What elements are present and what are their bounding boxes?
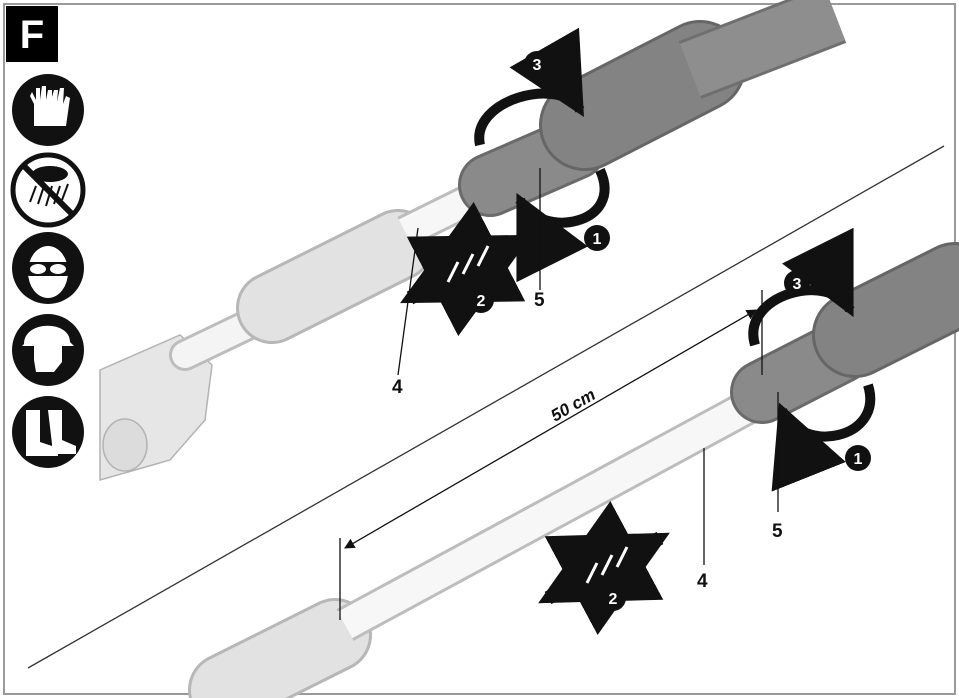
top-step-3-badge: 3 — [524, 51, 550, 77]
top-label-5: 5 — [534, 290, 545, 311]
dimension-line — [339, 290, 763, 620]
bottom-rotate-arrow-1 — [771, 383, 876, 492]
helmet-icon — [12, 314, 84, 386]
svg-text:1: 1 — [854, 451, 863, 468]
bottom-step-2-badge: 2 — [600, 585, 626, 611]
bottom-label-4: 4 — [697, 571, 708, 592]
bottom-step-1-badge: 1 — [845, 445, 871, 471]
top-label-4: 4 — [392, 377, 403, 398]
svg-text:1: 1 — [593, 231, 602, 248]
svg-text:2: 2 — [609, 591, 618, 608]
goggles-icon — [12, 232, 84, 304]
svg-text:3: 3 — [533, 57, 542, 74]
bottom-label-5: 5 — [772, 521, 783, 542]
safety-icons — [10, 74, 86, 468]
svg-text:2: 2 — [477, 293, 486, 310]
frame-border — [3, 3, 956, 695]
top-device-end — [99, 334, 213, 481]
top-slide-arrow — [400, 201, 532, 337]
boots-icon — [12, 396, 84, 468]
top-step-1-badge: 1 — [584, 225, 610, 251]
top-rotate-arrow-3 — [474, 27, 585, 147]
top-assembly: 4 5 3 1 2 — [99, 0, 847, 481]
dimension-label: 50 cm — [548, 385, 599, 426]
svg-text:3: 3 — [793, 276, 802, 293]
figure-letter: F — [6, 6, 58, 62]
no-rain-icon — [10, 152, 86, 228]
gloves-icon — [12, 74, 84, 146]
bottom-step-3-badge: 3 — [784, 270, 810, 296]
top-step-2-badge: 2 — [468, 287, 494, 313]
svg-text:F: F — [20, 13, 44, 57]
bottom-assembly: 50 cm 4 5 3 1 2 — [188, 227, 959, 698]
